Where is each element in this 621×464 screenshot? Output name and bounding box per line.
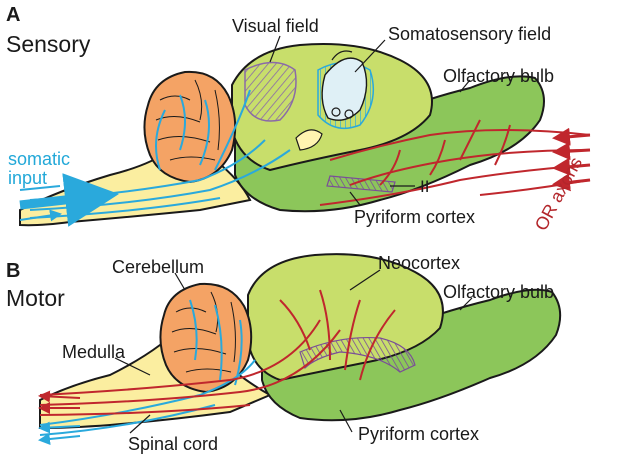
leader-lines-a <box>269 35 471 206</box>
label-spinal-cord: Spinal cord <box>128 434 218 454</box>
label-cerebellum: Cerebellum <box>112 257 204 277</box>
motor-axons-red <box>39 289 396 416</box>
or-axon-arrows <box>552 127 591 192</box>
subcortical-nucleus <box>295 129 323 151</box>
motor-outputs <box>38 390 81 445</box>
label-or-axons: OR axons <box>531 154 586 234</box>
panel-b-letter: B <box>6 260 20 282</box>
cerebellum-b <box>159 282 253 394</box>
panel-b-title: Motor <box>6 285 65 311</box>
cerebellum-a <box>143 70 237 184</box>
somatotopic-mouse-icon <box>321 50 368 121</box>
label-somatosensory-field: Somatosensory field <box>388 24 551 44</box>
somatic-input-arrow <box>19 173 119 227</box>
label-olfactory-bulb-b: Olfactory bulb <box>443 282 554 302</box>
label-neocortex: Neocortex <box>378 253 460 273</box>
label-visual-field: Visual field <box>232 16 319 36</box>
visual-field-area <box>244 61 297 122</box>
panel-a-sensory: A Sensory Visual field Somatosensory fie… <box>6 4 591 234</box>
somatic-input-arrow-small <box>19 185 60 220</box>
label-medulla: Medulla <box>62 342 126 362</box>
label-pyriform-cortex-b: Pyriform cortex <box>358 424 479 444</box>
panel-b-motor: B Motor Cerebellum Neocortex Olfactory b… <box>6 253 562 454</box>
label-pyriform-cortex-a: Pyriform cortex <box>354 207 475 227</box>
panel-a-letter: A <box>6 4 20 26</box>
lot-band-a <box>326 175 396 193</box>
label-roman-two: II <box>420 177 429 196</box>
panel-a-title: Sensory <box>6 31 91 57</box>
label-olfactory-bulb-a: Olfactory bulb <box>443 66 554 86</box>
leader-lines-b <box>114 269 473 434</box>
